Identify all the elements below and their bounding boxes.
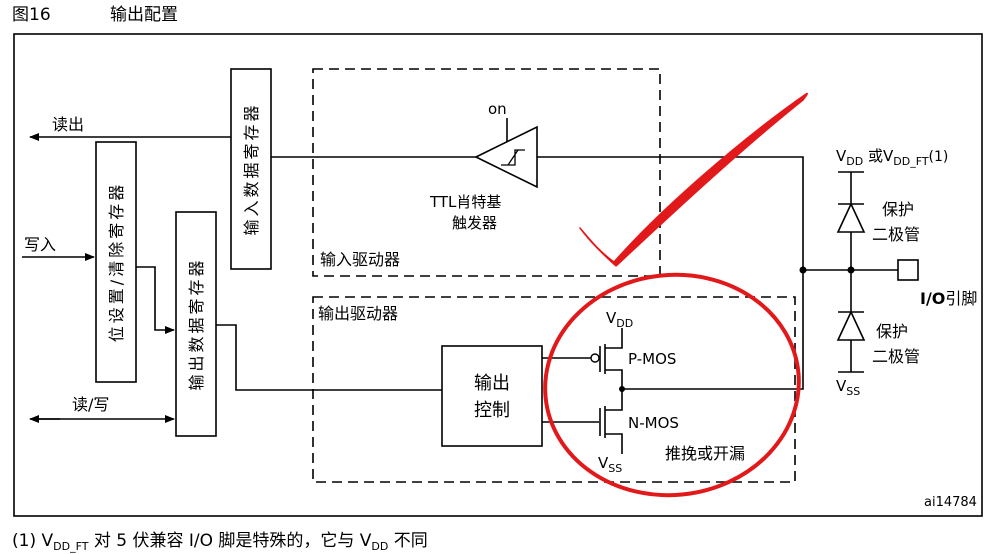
schmitt-label-line1: TTL肖特基 [429, 193, 501, 211]
output-control-block [441, 345, 543, 447]
pin-to-schmitt-wire [537, 156, 804, 270]
upper-diode-symbol [836, 202, 866, 233]
output-data-register-label: 输出数据寄存器 [187, 257, 206, 390]
bit-set-reset-register-label: 位设置/清除寄存器 [107, 182, 126, 342]
schmitt-hysteresis-icon [501, 149, 525, 166]
input-driver-label: 输入驱动器 [320, 250, 400, 269]
nmos-label: N-MOS [628, 414, 679, 432]
output-control-label-line1: 输出 [474, 373, 510, 394]
upper-diode-label-line1: 保护 [882, 200, 914, 219]
red-checkmark-annotation [579, 92, 808, 267]
schmitt-label-line2: 触发器 [452, 214, 497, 232]
lower-diode-label-line1: 保护 [876, 322, 908, 341]
red-circle-annotation [543, 272, 801, 498]
lower-diode-symbol [836, 310, 866, 341]
input-data-register-label: 输入数据寄存器 [242, 102, 261, 235]
io-pin-pad [897, 259, 919, 281]
pin-supply-label: VDD 或VDD_FT(1) [836, 147, 948, 168]
schmitt-on-label: on [488, 100, 507, 118]
upper-diode-label-line2: 二极管 [872, 225, 920, 244]
footnote: (1) VDD_FT 对 5 伏兼容 I/O 脚是特殊的，它与 VDD 不同 [12, 531, 428, 553]
write-in-label: 写入 [24, 235, 56, 254]
figure-number: 图16 [12, 5, 51, 25]
output-driver-region [312, 296, 796, 483]
output-driver-label: 输出驱动器 [318, 304, 398, 323]
input-data-register [230, 68, 272, 270]
output-control-label-line2: 控制 [474, 400, 510, 421]
read-write-label: 读/写 [72, 395, 109, 414]
output-data-register [175, 211, 217, 437]
read-out-label: 读出 [52, 115, 84, 134]
figure-title: 输出配置 [110, 5, 178, 25]
io-pin-label: I/O引脚 [920, 289, 977, 308]
nmos-vss-label: VSS [598, 454, 622, 475]
bit-set-reset-register [95, 141, 137, 383]
set-reset-to-output-wire [136, 266, 175, 334]
figure-reference: ai14784 [924, 495, 977, 510]
pin-junction-left [799, 266, 807, 274]
pmos-gate-bubble [590, 353, 600, 363]
output-register-to-control-wire [216, 324, 442, 391]
pmos-label: P-MOS [628, 350, 676, 368]
lower-diode-label-line2: 二极管 [872, 347, 920, 366]
drain-to-pin-wire [622, 270, 804, 390]
nmos-leads [605, 389, 623, 454]
pin-ground-label: VSS [836, 377, 860, 398]
pmos-leads [605, 328, 623, 389]
pmos-vdd-label: VDD [606, 309, 633, 330]
output-mode-label: 推挽或开漏 [665, 444, 745, 463]
